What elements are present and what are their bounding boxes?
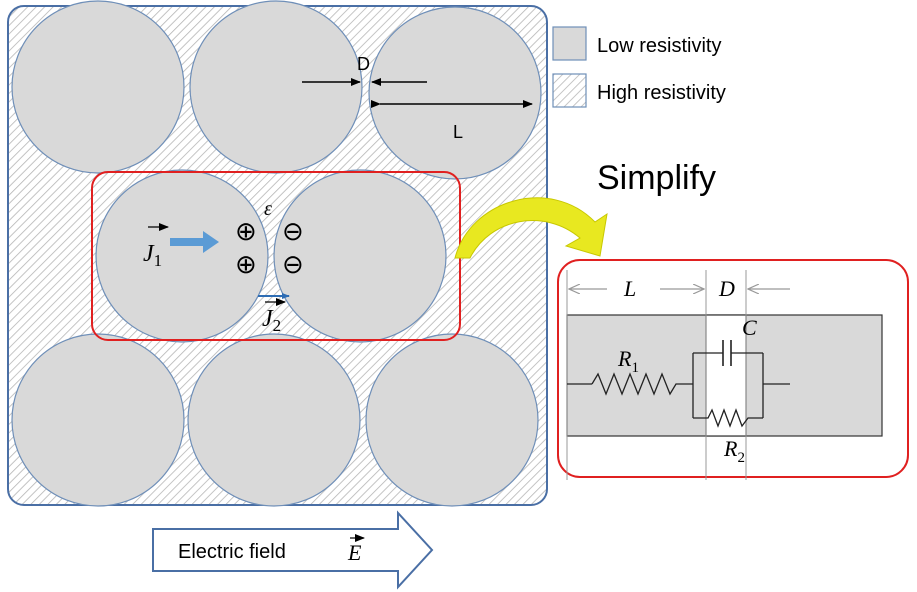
resistor-R2-label: R2 bbox=[723, 436, 745, 466]
size-L-label: L bbox=[453, 122, 463, 142]
J1-label: J1 bbox=[143, 241, 162, 270]
resistor-R1 bbox=[591, 372, 693, 396]
J1-current-arrow bbox=[170, 231, 219, 253]
legend-high-swatch bbox=[552, 73, 587, 108]
circuit-D-label: D bbox=[718, 276, 735, 301]
grain-bottom-right bbox=[365, 333, 539, 507]
grain-top-middle bbox=[189, 0, 363, 174]
epsilon-label: ε bbox=[264, 198, 272, 220]
grain-bottom-left bbox=[11, 333, 185, 507]
simplify-arrow bbox=[454, 197, 608, 259]
legend-high-label: High resistivity bbox=[597, 82, 726, 104]
J2-label: J2 bbox=[262, 306, 281, 335]
plus-charge-bottom: ⊕ bbox=[235, 250, 257, 280]
grain-bottom-middle bbox=[187, 333, 361, 507]
circuit-gap bbox=[705, 314, 747, 437]
field-symbol: E bbox=[347, 540, 362, 565]
grain-middle-left bbox=[95, 169, 269, 343]
microstructure-panel: D L J1 ⊕ ⊕ ⊖ ⊖ ε J2 bbox=[7, 0, 548, 507]
resistor-R1-label: R1 bbox=[617, 346, 639, 376]
grain-top-right bbox=[368, 6, 542, 180]
minus-charge-bottom: ⊖ bbox=[282, 250, 304, 280]
gap-D-label: D bbox=[357, 54, 370, 74]
plus-charge-top: ⊕ bbox=[235, 217, 257, 247]
resistor-R2 bbox=[693, 408, 763, 428]
field-arrow-shape bbox=[152, 510, 434, 590]
grain-top-left bbox=[11, 0, 185, 174]
legend-low-label: Low resistivity bbox=[597, 35, 721, 57]
legend: Low resistivity High resistivity bbox=[552, 26, 726, 108]
circuit-panel: L D C R1 R2 bbox=[557, 259, 909, 480]
grain-middle-right bbox=[273, 169, 447, 343]
minus-charge-top: ⊖ bbox=[282, 217, 304, 247]
circuit-L-label: L bbox=[623, 276, 636, 301]
legend-low-swatch bbox=[552, 26, 587, 61]
electric-field-arrow: Electric field E bbox=[152, 510, 434, 590]
simplify-title: Simplify bbox=[597, 159, 716, 197]
field-label: Electric field bbox=[178, 541, 286, 563]
capacitor-C-label: C bbox=[742, 315, 757, 340]
